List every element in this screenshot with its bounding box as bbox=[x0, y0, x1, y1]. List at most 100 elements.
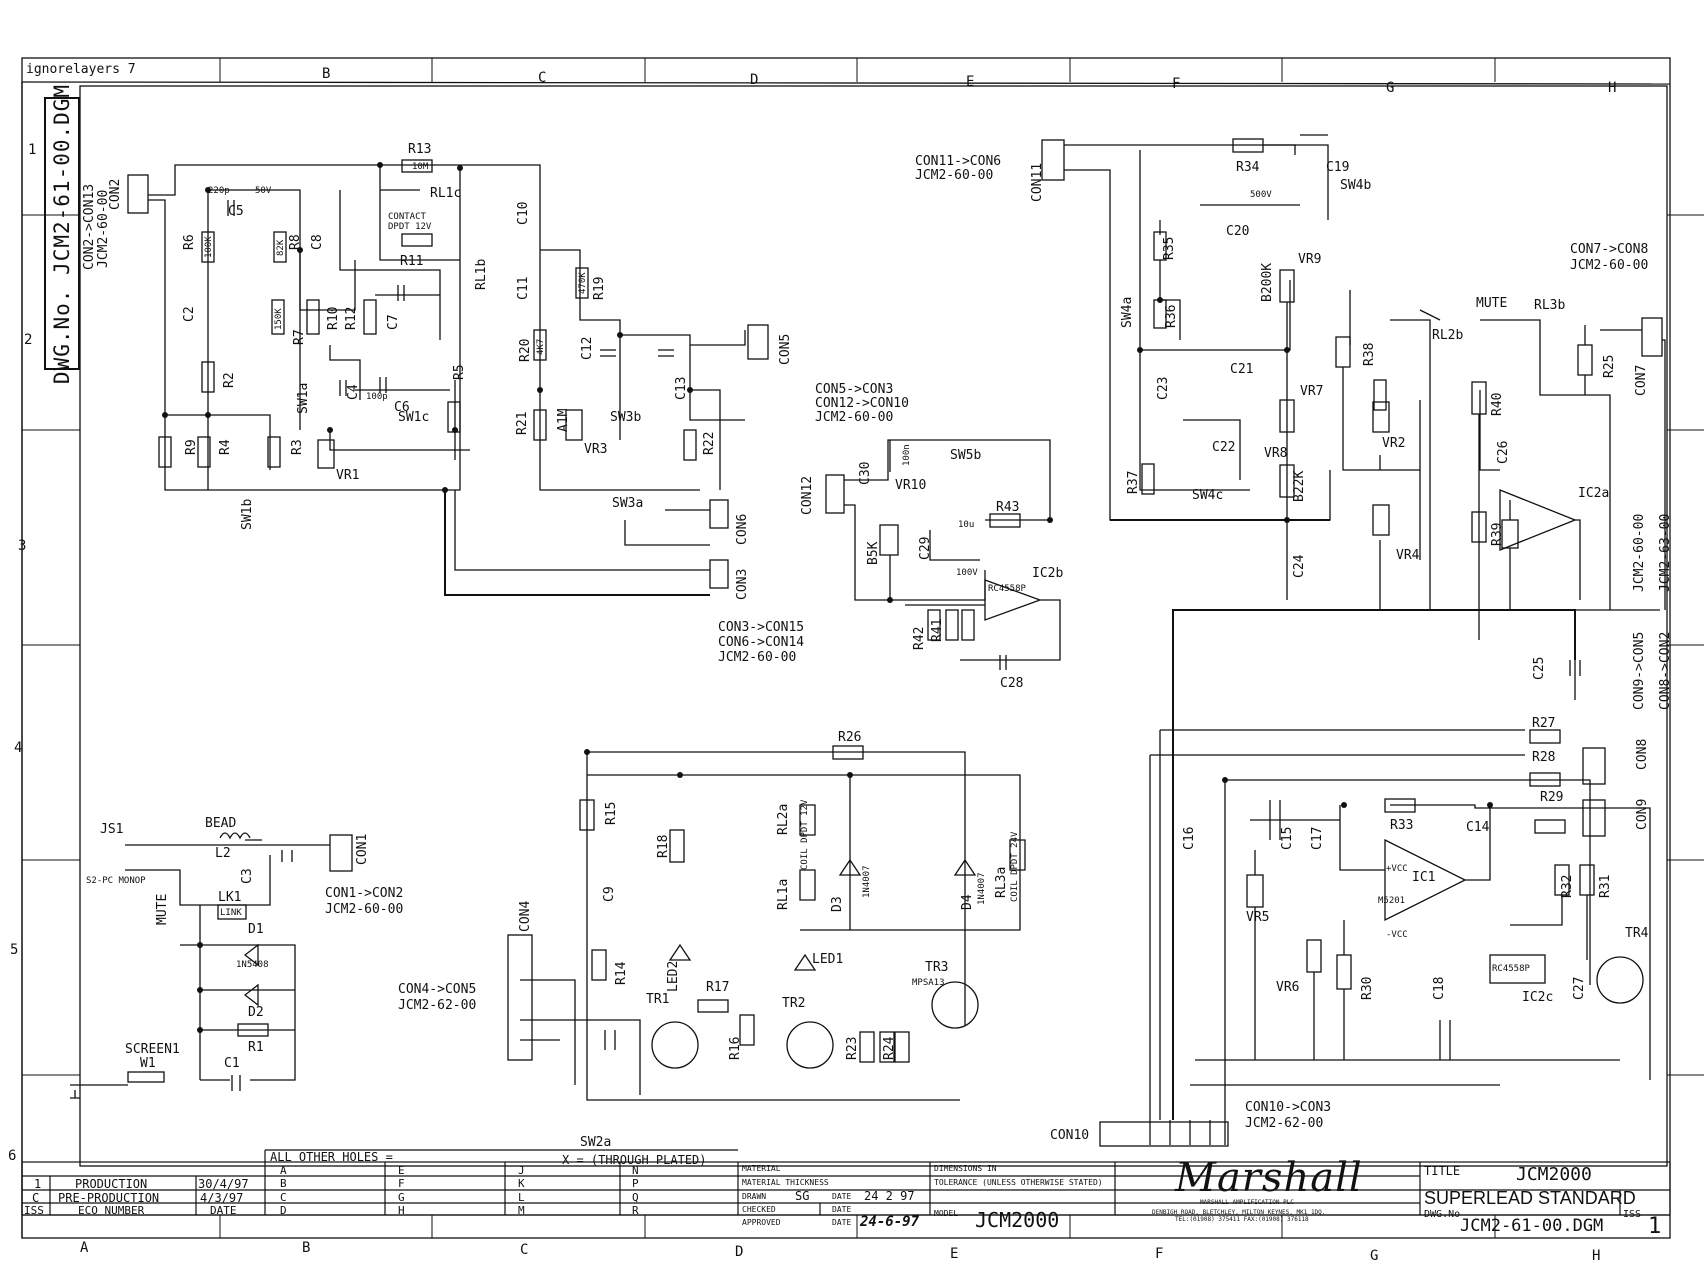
con6-label: CON6 bbox=[735, 513, 750, 545]
label-r34: R34 bbox=[1236, 160, 1260, 175]
label-r11: R11 bbox=[400, 254, 424, 269]
label-vr9: VR9 bbox=[1298, 252, 1322, 267]
value-r13: 10M bbox=[412, 162, 429, 172]
label-mpsa13-tr3: MPSA13 bbox=[912, 978, 945, 988]
drawn-label: DRAWN bbox=[742, 1192, 767, 1201]
label-c17: C17 bbox=[1310, 826, 1325, 850]
label-m5201: M5201 bbox=[1378, 896, 1406, 906]
label-sw4c: SW4c bbox=[1192, 488, 1224, 503]
label-c10: C10 bbox=[516, 201, 531, 225]
dwg-number: JCM2-61-00.DGM bbox=[1460, 1216, 1604, 1236]
con9-note-a: CON9->CON5 bbox=[1632, 631, 1647, 710]
label-r24: R24 bbox=[882, 1036, 897, 1060]
label-r21: R21 bbox=[515, 411, 530, 435]
row-label: 5 bbox=[10, 942, 19, 958]
label-r30: R30 bbox=[1360, 976, 1375, 1000]
material-label: MATERIAL bbox=[742, 1164, 781, 1173]
con3-note-a: CON3->CON15 bbox=[718, 620, 805, 635]
column-label-bottom: H bbox=[1592, 1248, 1601, 1264]
label-r6: R6 bbox=[182, 234, 197, 250]
rev-desc-header: ECO NUMBER bbox=[78, 1204, 145, 1217]
label-js1: JS1 bbox=[100, 822, 124, 837]
value-c30: 100n bbox=[902, 444, 912, 466]
company-address: DENBIGH ROAD, BLETCHLEY, MILTON KEYNES, … bbox=[1152, 1209, 1326, 1216]
label-sw1c: SW1c bbox=[398, 410, 430, 425]
label-lk1: LK1 bbox=[218, 890, 242, 905]
con5-label: CON5 bbox=[778, 333, 793, 365]
con4-note: CON4->CON5 bbox=[398, 982, 477, 997]
label-mute-switch: MUTE bbox=[155, 893, 170, 925]
all-other-holes: ALL OTHER HOLES = bbox=[270, 1150, 393, 1164]
label-vr7: VR7 bbox=[1300, 384, 1324, 399]
label-1n4007-b: 1N4007 bbox=[977, 872, 987, 905]
label-c3: C3 bbox=[240, 868, 255, 884]
company-name: MARSHALL AMPLIFICATION PLC bbox=[1200, 1199, 1294, 1206]
label-sw1b: SW1b bbox=[240, 498, 255, 530]
con11-note: CON11->CON6 bbox=[915, 154, 1002, 169]
marshall-logo: Marshall bbox=[1175, 1155, 1363, 1201]
con7-note: CON7->CON8 bbox=[1570, 242, 1649, 257]
label-r37: R37 bbox=[1126, 470, 1141, 494]
label-led2: LED2 bbox=[666, 960, 681, 992]
label-r9: R9 bbox=[184, 439, 199, 455]
con10-note: CON10->CON3 bbox=[1245, 1100, 1332, 1115]
con7-label: CON7 bbox=[1634, 364, 1649, 396]
label-sw2a: SW2a bbox=[580, 1135, 612, 1150]
company-tel: TEL:(01908) 375411 FAX:(01908) 376118 bbox=[1175, 1216, 1309, 1223]
label-contact: CONTACT bbox=[388, 212, 426, 222]
label-rl3a: RL3a bbox=[994, 866, 1009, 898]
label-r5: R5 bbox=[452, 364, 467, 380]
column-label-top: E bbox=[966, 74, 975, 90]
label-r7: R7 bbox=[292, 329, 307, 345]
con5-note-a: CON5->CON3 bbox=[815, 382, 894, 397]
title-label: TITLE bbox=[1424, 1164, 1461, 1178]
label-rl2a: RL2a bbox=[776, 803, 791, 835]
label-w1: W1 bbox=[140, 1056, 156, 1071]
label-r36: R36 bbox=[1164, 304, 1179, 328]
material-thickness-label: MATERIAL THICKNESS bbox=[742, 1178, 829, 1187]
model-label: MODEL bbox=[934, 1209, 959, 1218]
label-coil24: COIL DPDT 24V bbox=[1010, 831, 1020, 902]
column-label-bottom: G bbox=[1370, 1248, 1379, 1264]
rev-iss: C bbox=[32, 1191, 40, 1205]
con5-note-b: CON12->CON10 bbox=[815, 396, 909, 411]
label-dpdt12: DPDT 12V bbox=[388, 222, 432, 232]
hole-letter: E bbox=[398, 1164, 405, 1177]
con3-note-b: CON6->CON14 bbox=[718, 635, 805, 650]
label-r31: R31 bbox=[1598, 874, 1613, 898]
label-tr3: TR3 bbox=[925, 960, 949, 975]
value-c5: 220p bbox=[208, 186, 230, 196]
label-plus-vcc: +VCC bbox=[1386, 864, 1408, 874]
label-sw1a: SW1a bbox=[296, 382, 311, 414]
date-label: DATE bbox=[832, 1192, 852, 1201]
label-b22k: B22K bbox=[1292, 470, 1307, 502]
value-500v: 500V bbox=[1250, 190, 1272, 200]
hole-letter: A bbox=[280, 1164, 287, 1177]
rev-date: 30/4/97 bbox=[198, 1177, 249, 1191]
hole-letter: G bbox=[398, 1191, 405, 1204]
hole-letter: C bbox=[280, 1191, 287, 1204]
label-c4: C4 bbox=[346, 384, 361, 400]
label-b5k: B5K bbox=[866, 541, 881, 565]
con10-ref: JCM2-62-00 bbox=[1245, 1116, 1324, 1131]
label-r13: R13 bbox=[408, 142, 432, 157]
label-r33: R33 bbox=[1390, 818, 1414, 833]
label-b200k: B200K bbox=[1260, 262, 1275, 302]
label-c27: C27 bbox=[1572, 976, 1587, 1000]
label-r16: R16 bbox=[728, 1036, 743, 1060]
con7-ref: JCM2-60-00 bbox=[1570, 258, 1649, 273]
con9-ref-a: JCM2-60-00 bbox=[1632, 513, 1647, 592]
label-c22: C22 bbox=[1212, 440, 1236, 455]
label-tr2: TR2 bbox=[782, 996, 806, 1011]
value-r20: 4K7 bbox=[536, 338, 546, 355]
dwg-label: DWG.No bbox=[1424, 1209, 1461, 1220]
iss-value: 1 bbox=[1648, 1214, 1662, 1239]
hole-letter: P bbox=[632, 1177, 639, 1190]
approved-date-label: DATE bbox=[832, 1218, 852, 1227]
con4-ref: JCM2-62-00 bbox=[398, 998, 477, 1013]
hole-letter: K bbox=[518, 1177, 525, 1190]
label-c25: C25 bbox=[1532, 656, 1547, 680]
con9-ref-b: JCM2-63-00 bbox=[1658, 513, 1673, 592]
con5-ref: JCM2-60-00 bbox=[815, 410, 894, 425]
